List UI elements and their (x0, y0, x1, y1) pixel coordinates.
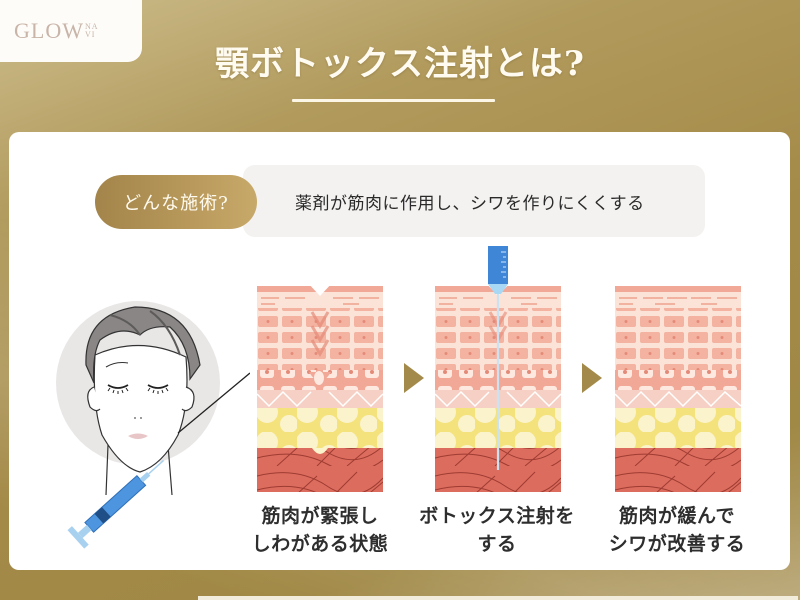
logo[interactable]: GLOW NA VI (0, 0, 142, 62)
step-3-line-2: シワが改善する (608, 533, 746, 555)
question-label: どんな施術? (123, 193, 229, 214)
skin-layers-wrinkle-icon (256, 282, 384, 492)
bottom-strip (198, 596, 798, 600)
logo-sub-bottom: VI (84, 30, 96, 39)
step-3-line-1: 筋肉が緩んで (618, 505, 736, 527)
arrow-right-icon (582, 363, 602, 393)
logo-sub-top: NA (84, 22, 99, 31)
skin-panel-tense (256, 282, 384, 492)
face-illustration (40, 295, 251, 555)
arrow-right-icon (404, 363, 424, 393)
answer-box: 薬剤が筋肉に作用し、シワを作りにくくする (243, 165, 705, 237)
skin-layers-smooth-icon (614, 286, 742, 492)
step-2-line-2: する (477, 533, 517, 555)
step-1-line-1: 筋肉が緊張し (261, 505, 379, 527)
syringe-icon (488, 246, 508, 294)
logo-sub: NA VI (85, 23, 99, 39)
step-caption-3: 筋肉が緩んで シワが改善する (592, 502, 762, 558)
step-caption-1: 筋肉が緊張し しわがある状態 (235, 502, 405, 558)
woman-face-icon (56, 301, 251, 549)
skin-panel-injection (434, 246, 562, 492)
step-2-line-1: ボトックス注射を (419, 505, 575, 527)
page-title: 顎ボトックス注射とは? (215, 44, 585, 84)
skin-panel-relaxed (614, 282, 742, 492)
step-caption-2: ボトックス注射を する (412, 502, 582, 558)
syringe-icon (67, 459, 165, 549)
step-1-line-2: しわがある状態 (251, 533, 389, 555)
logo-text: GLOW (14, 18, 84, 43)
question-pill: どんな施術? (95, 175, 257, 229)
answer-text: 薬剤が筋肉に作用し、シワを作りにくくする (295, 193, 645, 214)
title-underline (292, 99, 495, 102)
skin-layers-injection-icon (434, 246, 562, 492)
